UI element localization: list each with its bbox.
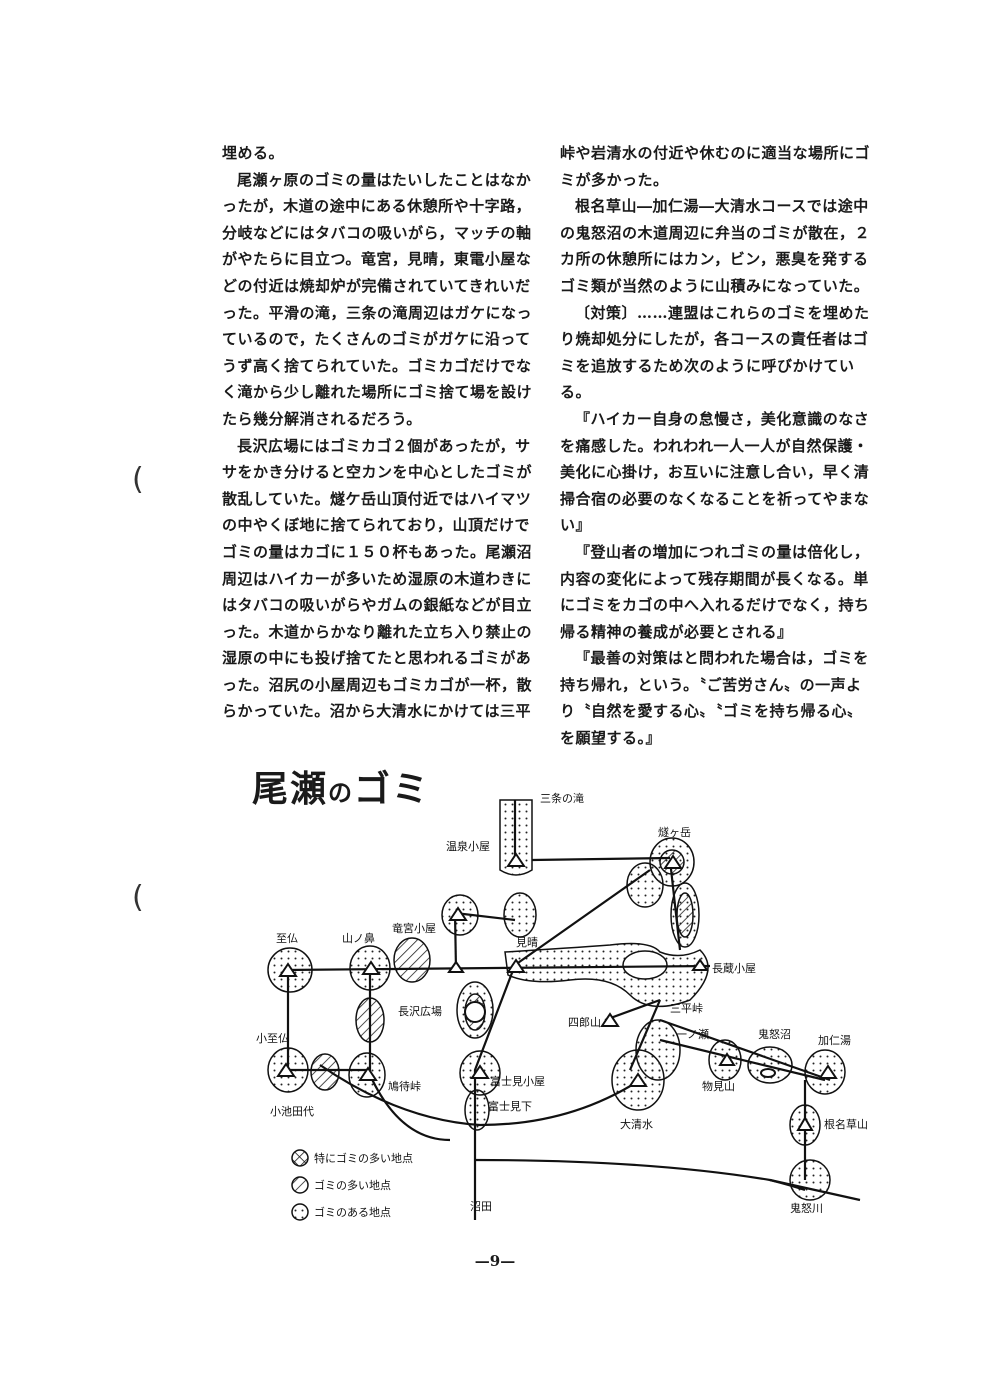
paragraph: 『最善の対策はと問われた場合は，ゴミを持ち帰れ，という。〝ご苦労さん〟の一声より… (560, 649, 869, 748)
svg-text:山ノ鼻: 山ノ鼻 (342, 931, 375, 945)
svg-text:物見山: 物見山 (702, 1079, 735, 1093)
margin-bracket-mark: ( (132, 462, 144, 497)
svg-text:見晴: 見晴 (516, 936, 538, 949)
svg-text:ゴミの多い地点: ゴミの多い地点 (314, 1178, 391, 1192)
svg-text:ゴミのある地点: ゴミのある地点 (314, 1205, 391, 1219)
paragraph: 根名草山―加仁湯―大清水コースでは途中の鬼怒沼の木道周辺に弁当のゴミが散在，２カ… (560, 197, 871, 295)
map-labels: 三条の滝 温泉小屋 燧ヶ岳 至仏 山ノ鼻 竜宮小屋 見晴 長蔵小屋 長沢広場 三… (256, 791, 868, 1215)
svg-text:燧ヶ岳: 燧ヶ岳 (658, 825, 691, 839)
trails (284, 800, 861, 1220)
left-text-column: 埋める。 尾瀬ヶ原のゴミの量はたいしたことはなかったが，木道の途中にある休憩所や… (222, 140, 532, 725)
map-title: 尾瀬のゴミ (252, 769, 431, 810)
oze-trash-map: 三条の滝 温泉小屋 燧ヶ岳 至仏 山ノ鼻 竜宮小屋 見晴 長蔵小屋 長沢広場 三… (256, 791, 868, 1221)
page-number: —9— (474, 1252, 516, 1270)
svg-text:富士見小屋: 富士見小屋 (490, 1074, 545, 1088)
svg-text:特にゴミの多い地点: 特にゴミの多い地点 (314, 1151, 413, 1165)
svg-text:富士見下: 富士見下 (488, 1099, 532, 1113)
map-legend: 特にゴミの多い地点 ゴミの多い地点 ゴミのある地点 (291, 1149, 413, 1221)
svg-text:根名草山: 根名草山 (824, 1117, 868, 1131)
svg-text:沼田: 沼田 (470, 1199, 492, 1213)
svg-text:至仏: 至仏 (276, 932, 298, 945)
paragraph: 埋める。 (222, 144, 285, 162)
svg-text:加仁湯: 加仁湯 (818, 1034, 851, 1047)
svg-text:長沢広場: 長沢広場 (398, 1004, 442, 1018)
paragraph: 『ハイカー自身の怠慢さ，美化意識のなさを痛感した。われわれ一人一人が自然保護・美… (560, 409, 870, 535)
svg-text:小池田代: 小池田代 (270, 1105, 314, 1118)
svg-text:三平峠: 三平峠 (670, 1001, 703, 1015)
paragraph: 尾瀬ヶ原のゴミの量はたいしたことはなかったが，木道の途中にある休憩所や十字路，分… (222, 170, 533, 428)
svg-text:鳩待峠: 鳩待峠 (388, 1079, 421, 1093)
svg-text:小至仏: 小至仏 (256, 1032, 289, 1045)
paragraph: 『登山者の増加につれゴミの量は倍化し，内容の変化によって残存期間が長くなる。単に… (560, 542, 870, 641)
margin-bracket-mark: ( (132, 880, 144, 915)
svg-text:鬼怒沼: 鬼怒沼 (758, 1027, 791, 1041)
svg-text:温泉小屋: 温泉小屋 (446, 839, 490, 853)
svg-text:竜宮小屋: 竜宮小屋 (392, 921, 436, 935)
svg-text:三条の滝: 三条の滝 (540, 791, 584, 805)
svg-text:一ノ瀬: 一ノ瀬 (676, 1027, 709, 1041)
svg-text:大清水: 大清水 (620, 1117, 653, 1131)
svg-text:四郎山: 四郎山 (568, 1015, 601, 1029)
map-markers (276, 852, 838, 1131)
svg-text:長蔵小屋: 長蔵小屋 (712, 962, 756, 975)
paragraph: 〔対策〕……連盟はこれらのゴミを埋めたり焼却処分にしたが，各コースの責任者はゴミ… (560, 303, 870, 402)
paragraph: 峠や岩清水の付近や休むのに適当な場所にゴミが多かった。 (560, 144, 871, 189)
right-text-column: 峠や岩清水の付近や休むのに適当な場所にゴミが多かった。 根名草山―加仁湯―大清水… (560, 140, 876, 752)
svg-text:鬼怒川: 鬼怒川 (790, 1201, 823, 1215)
paragraph: 長沢広場にはゴミカゴ２個があったが，ササをかき分けると空カンを中心としたゴミが散… (222, 436, 533, 721)
trash-areas (267, 799, 846, 1201)
